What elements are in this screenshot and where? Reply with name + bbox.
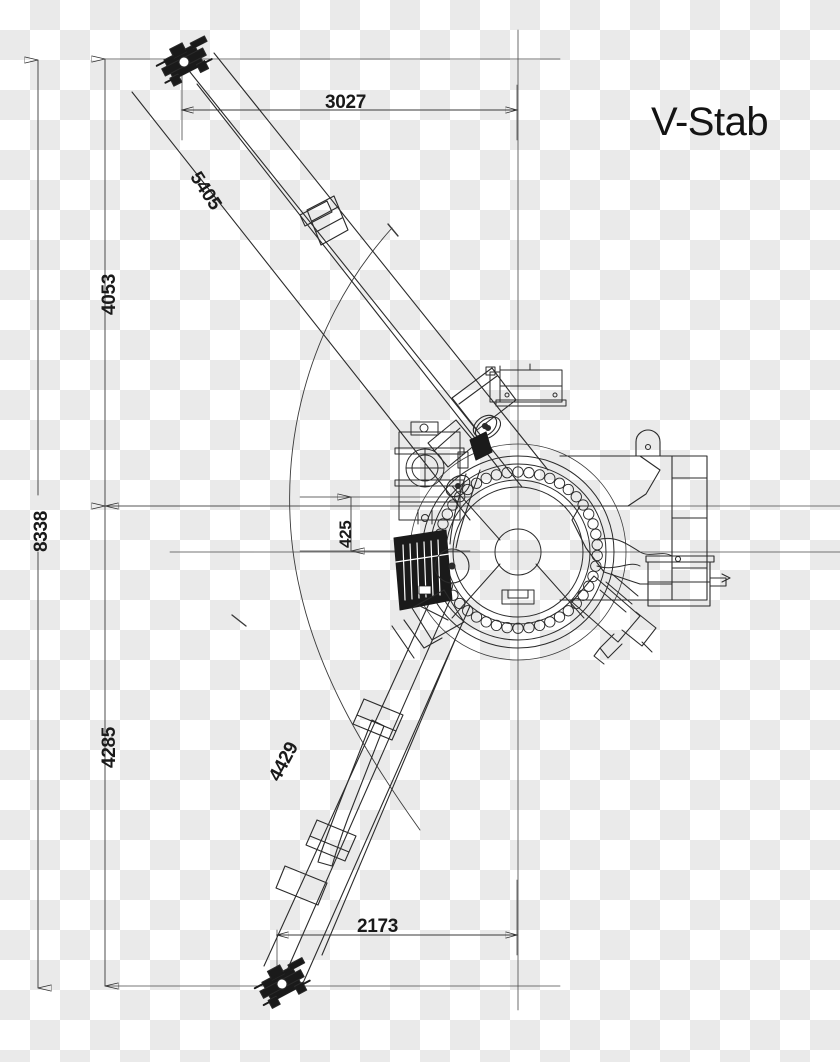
dimension-label-3027: 3027 — [325, 92, 367, 113]
dimension-label-4053: 4053 — [99, 273, 120, 315]
control-cabinet — [485, 363, 567, 407]
centre-lines — [104, 29, 840, 1011]
lower-boom-tip-head — [249, 953, 318, 1013]
page-title: V-Stab — [651, 100, 769, 144]
machine-body — [559, 429, 731, 607]
dimension-label-4285: 4285 — [99, 726, 120, 768]
upper-boom-tip-head — [151, 31, 220, 90]
dimension-label-425: 425 — [336, 520, 355, 548]
dimension-label-8338: 8338 — [31, 510, 52, 552]
left-equipment-block — [394, 421, 469, 525]
cooler-module — [393, 529, 453, 611]
boom-sweep-arc — [231, 223, 421, 831]
right-stabilizer-leg — [571, 573, 657, 665]
boom-pivot-linkage — [391, 416, 502, 659]
dimension-label-2173: 2173 — [357, 916, 399, 937]
